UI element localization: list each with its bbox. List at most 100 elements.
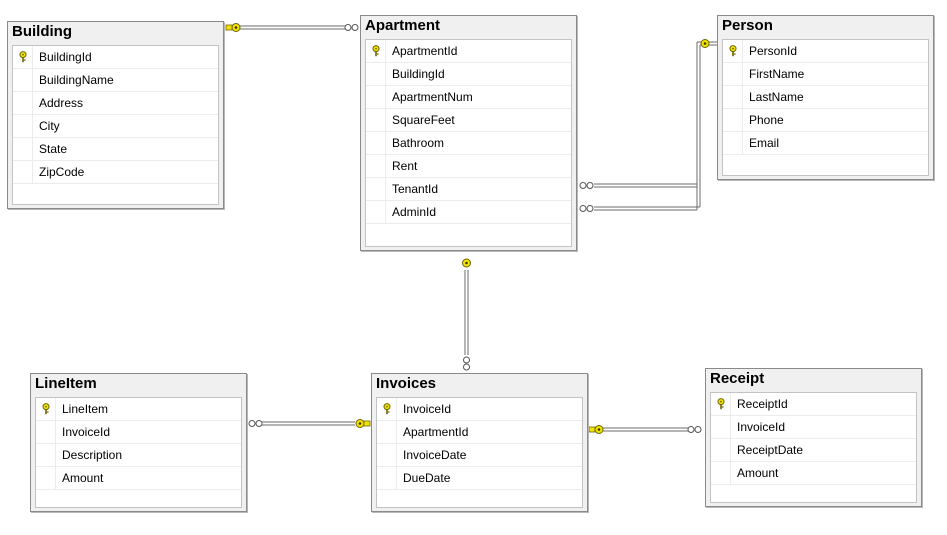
row-gutter	[13, 69, 33, 91]
row-gutter	[13, 138, 33, 160]
primary-key-icon	[371, 45, 381, 57]
row-gutter	[13, 161, 33, 183]
column-row[interactable]: InvoiceId	[36, 421, 241, 444]
table-person[interactable]: Person PersonId FirstName LastName Phone…	[717, 15, 934, 180]
column-name: Bathroom	[392, 136, 445, 150]
column-row[interactable]: Email	[723, 132, 928, 155]
table-lineitem[interactable]: LineItem LineItem InvoiceId Description …	[30, 373, 247, 512]
column-row[interactable]: AdminId	[366, 201, 571, 224]
column-row[interactable]: Bathroom	[366, 132, 571, 155]
row-gutter	[366, 86, 386, 108]
column-row[interactable]: Phone	[723, 109, 928, 132]
column-row[interactable]: ApartmentId	[366, 40, 571, 63]
key-endpoint-icon	[225, 24, 233, 31]
column-row[interactable]: LineItem	[36, 398, 241, 421]
many-endpoint-icon	[248, 420, 263, 427]
connector-building-apartment[interactable]	[225, 23, 359, 32]
table-title[interactable]: Building	[12, 23, 72, 40]
row-gutter	[377, 467, 397, 489]
table-title[interactable]: Receipt	[710, 370, 765, 387]
table-title[interactable]: LineItem	[35, 375, 97, 392]
connector-person-apartment-admin[interactable]	[579, 39, 718, 212]
column-name: InvoiceId	[737, 420, 786, 434]
column-name: ReceiptId	[737, 397, 788, 411]
column-name: TenantId	[392, 182, 439, 196]
table-building[interactable]: Building BuildingId BuildingName Address…	[7, 21, 224, 209]
column-name: ApartmentId	[403, 425, 469, 439]
column-row[interactable]: PersonId	[723, 40, 928, 63]
column-row[interactable]: State	[13, 138, 218, 161]
column-row[interactable]: TenantId	[366, 178, 571, 201]
table-invoices[interactable]: Invoices InvoiceId ApartmentId InvoiceDa…	[371, 373, 588, 512]
column-row[interactable]: FirstName	[723, 63, 928, 86]
column-row[interactable]: Description	[36, 444, 241, 467]
column-row[interactable]: BuildingId	[366, 63, 571, 86]
column-name: Address	[39, 96, 84, 110]
column-row[interactable]: InvoiceId	[711, 416, 916, 439]
row-gutter	[13, 46, 33, 68]
column-row[interactable]: DueDate	[377, 467, 582, 490]
row-gutter	[36, 421, 56, 443]
row-gutter	[13, 92, 33, 114]
column-row[interactable]: Address	[13, 92, 218, 115]
row-gutter	[723, 63, 743, 85]
row-gutter	[711, 416, 731, 438]
many-endpoint-icon	[463, 356, 470, 371]
connector-apartment-invoices[interactable]	[462, 258, 471, 371]
column-name: ApartmentNum	[392, 90, 473, 104]
column-row[interactable]: City	[13, 115, 218, 138]
table-apartment[interactable]: Apartment ApartmentId BuildingId Apartme…	[360, 15, 577, 251]
column-name: Phone	[749, 113, 784, 127]
column-row[interactable]: ReceiptId	[711, 393, 916, 416]
column-row[interactable]: LastName	[723, 86, 928, 109]
column-row[interactable]: ApartmentNum	[366, 86, 571, 109]
connector-invoices-lineitem[interactable]	[248, 419, 371, 428]
column-name: Amount	[737, 466, 779, 480]
connector-person-apartment-tenant[interactable]	[579, 182, 697, 189]
row-gutter	[711, 462, 731, 484]
row-gutter	[723, 109, 743, 131]
column-row[interactable]: InvoiceId	[377, 398, 582, 421]
row-gutter	[366, 132, 386, 154]
row-gutter	[366, 155, 386, 177]
column-row[interactable]: ReceiptDate	[711, 439, 916, 462]
column-name: BuildingId	[392, 67, 445, 81]
column-row[interactable]: BuildingName	[13, 69, 218, 92]
column-name: InvoiceDate	[403, 448, 467, 462]
row-gutter	[366, 109, 386, 131]
column-row[interactable]: Amount	[711, 462, 916, 485]
column-name: Email	[749, 136, 780, 150]
many-endpoint-icon	[579, 205, 594, 212]
row-gutter	[366, 63, 386, 85]
column-name: AdminId	[392, 205, 437, 219]
column-name: BuildingName	[39, 73, 114, 87]
column-row[interactable]: ZipCode	[13, 161, 218, 184]
primary-key-icon	[41, 403, 51, 415]
many-endpoint-icon	[579, 182, 594, 189]
row-gutter	[377, 398, 397, 420]
row-gutter	[366, 201, 386, 223]
column-row[interactable]: Rent	[366, 155, 571, 178]
column-list: ReceiptId InvoiceId ReceiptDate Amount	[710, 392, 917, 503]
row-gutter	[723, 86, 743, 108]
table-title[interactable]: Person	[722, 17, 773, 34]
row-gutter	[711, 393, 731, 415]
column-row[interactable]: Amount	[36, 467, 241, 490]
column-row[interactable]: BuildingId	[13, 46, 218, 69]
column-name: InvoiceId	[403, 402, 452, 416]
column-row[interactable]: InvoiceDate	[377, 444, 582, 467]
column-name: PersonId	[749, 44, 798, 58]
table-receipt[interactable]: Receipt ReceiptId InvoiceId ReceiptDate …	[705, 368, 922, 507]
table-title[interactable]: Apartment	[365, 17, 441, 34]
column-row[interactable]: ApartmentId	[377, 421, 582, 444]
table-title[interactable]: Invoices	[376, 375, 437, 392]
row-gutter	[36, 467, 56, 489]
column-name: SquareFeet	[392, 113, 455, 127]
primary-key-icon	[728, 45, 738, 57]
column-name: City	[39, 119, 60, 133]
column-list: PersonId FirstName LastName Phone Email	[722, 39, 929, 176]
connector-invoices-receipt[interactable]	[588, 425, 702, 434]
column-row[interactable]: SquareFeet	[366, 109, 571, 132]
column-list: BuildingId BuildingName Address City Sta…	[12, 45, 219, 205]
